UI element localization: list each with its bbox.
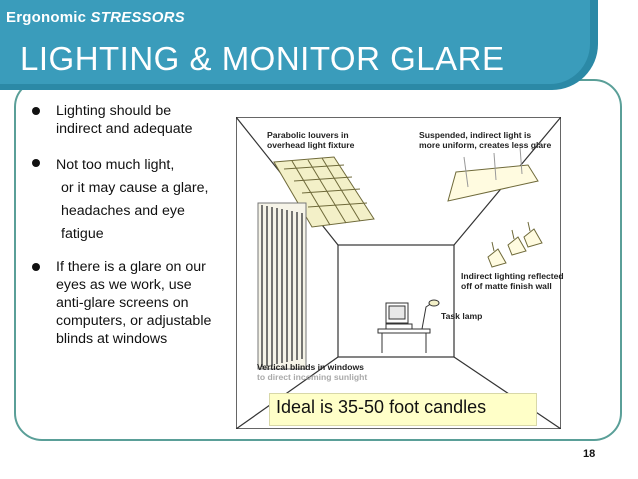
label-suspended: Suspended, indirect light is more unifor… [419, 130, 551, 150]
louver-fixture [273, 156, 375, 228]
bullet-dot-icon [32, 107, 40, 115]
label-line: Vertical blinds in windows [257, 362, 364, 372]
bullet-line: If there is a glare on our [56, 259, 206, 275]
bullet-line: computers, or adjustable [56, 313, 212, 329]
bullet-line: fatigue [61, 226, 104, 242]
label-line: to direct incoming sunlight [257, 372, 368, 382]
subtitle-prefix: Ergonomic [6, 9, 87, 26]
note-box [269, 393, 537, 426]
label-line: Suspended, indirect light is [419, 130, 532, 140]
bullet-line: indirect and adequate [56, 121, 193, 137]
bullet-item: Lighting should be indirect and adequate [30, 102, 235, 138]
label-line: Task lamp [441, 311, 483, 321]
vertical-blinds [257, 202, 307, 370]
bullet-list: Lighting should be indirect and adequate… [30, 102, 235, 364]
suspended-light [447, 146, 539, 202]
note-text: Ideal is 35-50 foot candles [276, 397, 487, 417]
label-blinds: Vertical blinds in windows to direct inc… [257, 362, 367, 382]
label-line: overhead light fixture [267, 140, 355, 150]
indirect-wall-lights [487, 221, 543, 268]
label-task-lamp: Task lamp [441, 311, 482, 321]
label-line: more uniform, creates less glare [419, 140, 552, 150]
header-bar [0, 0, 590, 84]
label-indirect: Indirect lighting reflected off of matte… [461, 271, 564, 291]
page-number: 18 [583, 448, 596, 460]
bullet-line: blinds at windows [56, 331, 168, 347]
slide-title: LIGHTING & MONITOR GLARE [20, 40, 505, 77]
label-line: Indirect lighting reflected [461, 271, 564, 281]
label-louvers: Parabolic louvers in overhead light fixt… [267, 130, 354, 150]
label-line: Parabolic louvers in [267, 130, 349, 140]
bullet-dot-icon [32, 159, 40, 167]
room-lighting-illustration [236, 117, 561, 429]
label-line: off of matte finish wall [461, 281, 552, 291]
bullet-dot-icon [32, 263, 40, 271]
bullet-line: eyes as we work, use [56, 277, 192, 293]
bullet-item: Not too much light, or it may cause a gl… [30, 154, 235, 246]
bullet-line: Lighting should be [56, 103, 172, 119]
bullet-line: anti-glare screens on [56, 295, 189, 311]
desk-computer [377, 299, 440, 353]
bullet-line: headaches and eye [61, 203, 185, 219]
bullet-line: Not too much light, [56, 157, 175, 173]
slide-subtitle: Ergonomic STRESSORS [6, 9, 185, 26]
bullet-item: If there is a glare on our eyes as we wo… [30, 258, 235, 348]
bullet-line: or it may cause a glare, [61, 180, 209, 196]
subtitle-emphasis: STRESSORS [90, 9, 185, 26]
